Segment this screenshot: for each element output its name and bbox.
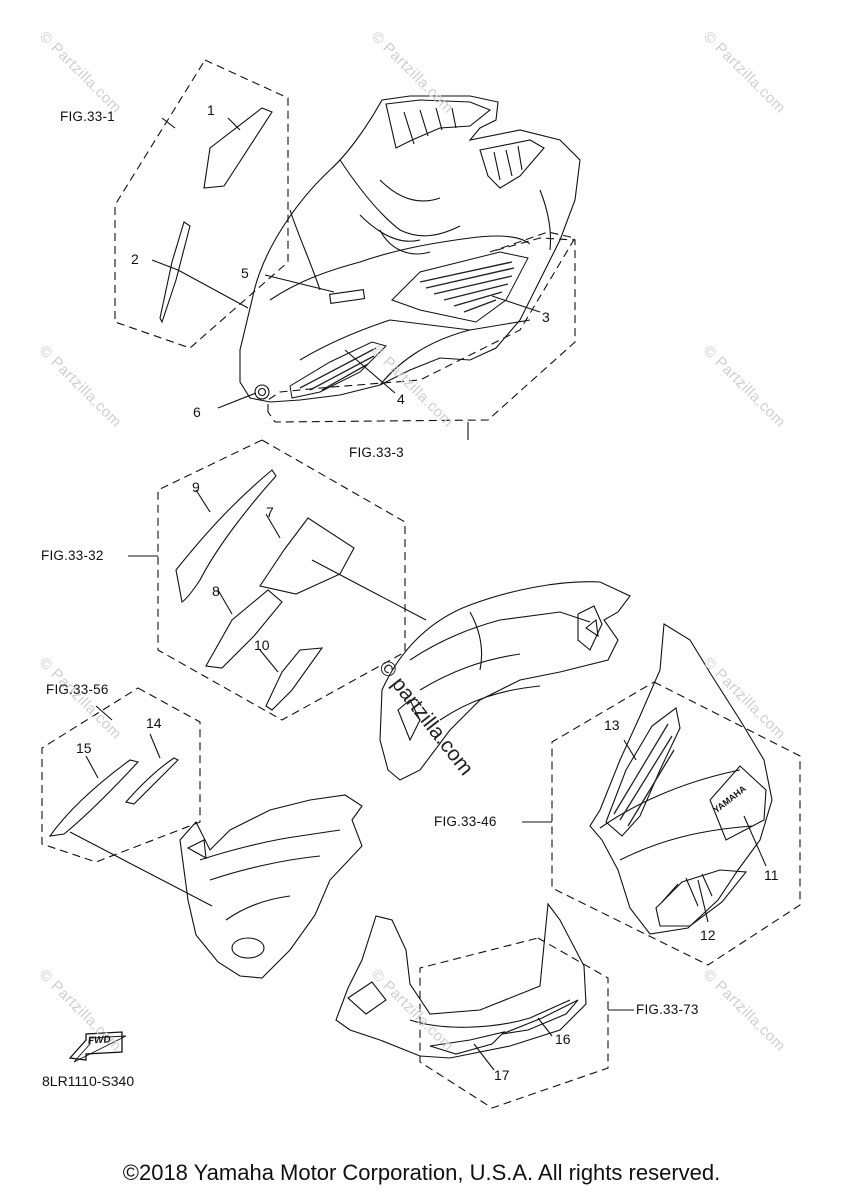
part-label-9: 9 — [192, 479, 200, 495]
part-label-16: 16 — [555, 1031, 571, 1047]
decal-8 — [205, 589, 283, 669]
fwd-label: FWD — [87, 1034, 112, 1047]
side-cowl-right — [589, 623, 773, 935]
part-label-17: 17 — [494, 1067, 510, 1083]
fwd-arrow-icon — [68, 1031, 127, 1063]
side-cowl-center — [379, 581, 631, 781]
fig-ref-33-46: FIG.33-46 — [434, 814, 497, 829]
fig-33-46-outline — [551, 681, 801, 966]
fig-33-56-outline — [41, 687, 201, 863]
part-label-6: 6 — [193, 404, 201, 420]
part-label-8: 8 — [212, 583, 220, 599]
part-label-14: 14 — [146, 715, 162, 731]
diagram-code: 8LR1110-S340 — [42, 1073, 135, 1089]
fig-ref-33-1: FIG.33-1 — [60, 109, 115, 124]
emblem-6 — [254, 384, 270, 400]
fig-33-1-outline — [114, 59, 289, 349]
copyright-notice: ©2018 Yamaha Motor Corporation, U.S.A. A… — [122, 1160, 721, 1185]
part-label-13: 13 — [604, 717, 620, 733]
decal-13 — [605, 707, 681, 837]
fig-ref-33-56: FIG.33-56 — [46, 682, 109, 697]
decal-3 — [391, 251, 529, 323]
emblem-5 — [328, 289, 366, 304]
decal-2 — [159, 221, 191, 324]
decal-12 — [655, 869, 748, 927]
part-label-4: 4 — [397, 391, 405, 407]
decal-15 — [48, 759, 140, 837]
fig-33-32-outline — [157, 439, 406, 721]
decal-9 — [175, 469, 277, 603]
under-cowl — [335, 902, 587, 1059]
decal-1 — [203, 107, 273, 189]
parts-diagram — [41, 59, 801, 1109]
part-label-5: 5 — [241, 265, 249, 281]
decal-11 — [709, 765, 767, 841]
fig-33-3-outline — [267, 231, 576, 423]
fig-ref-33-3: FIG.33-3 — [349, 445, 404, 460]
fig-ref-33-73: FIG.33-73 — [636, 1002, 699, 1017]
decal-4 — [289, 341, 387, 399]
part-label-3: 3 — [542, 309, 550, 325]
part-label-1: 1 — [207, 102, 215, 118]
part-label-7: 7 — [266, 504, 274, 520]
decal-17 — [429, 1031, 506, 1055]
part-label-11: 11 — [764, 867, 779, 883]
decal-7 — [259, 517, 355, 595]
part-label-10: 10 — [254, 637, 270, 653]
part-label-12: 12 — [700, 927, 716, 943]
decal-14 — [124, 757, 179, 805]
decal-16 — [501, 999, 579, 1035]
fig-ref-33-32: FIG.33-32 — [41, 548, 104, 563]
fig-33-73-outline — [419, 937, 609, 1109]
part-label-2: 2 — [131, 251, 139, 267]
decal-10 — [265, 647, 324, 711]
side-cowl-left — [179, 794, 363, 979]
part-label-15: 15 — [76, 740, 92, 756]
